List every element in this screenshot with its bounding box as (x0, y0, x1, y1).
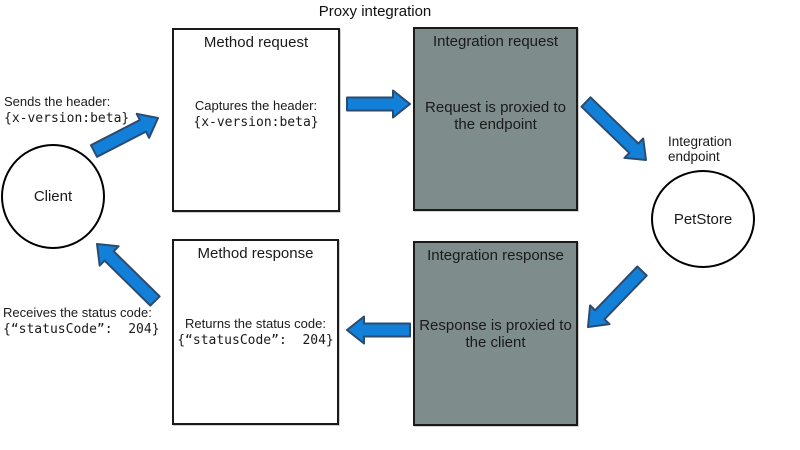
integration-response-title: Integration response (427, 247, 564, 264)
arrow-method-request-to-integration-request (346, 89, 411, 119)
client-label: Client (33, 188, 73, 205)
method-response-box: Method response Returns the status code:… (172, 239, 339, 425)
integration-response-body-line1: Response is proxied to (419, 317, 572, 334)
integration-response-body: Response is proxied to the client (415, 317, 576, 351)
sends-header-annotation: Sends the header: {x-version:beta} (4, 94, 129, 127)
receives-status-annotation: Receives the status code: {“statusCode”:… (3, 305, 160, 338)
integration-request-body-line1: Request is proxied to (425, 99, 566, 116)
method-request-body-code: {x-version:beta} (193, 115, 319, 130)
arrow-integration-request-to-integration-endpoint (580, 96, 647, 161)
sends-header-code: {x-version:beta} (4, 111, 130, 126)
method-request-body-text: Captures the header: (194, 98, 318, 113)
arrow-integration-response-to-method-response (346, 315, 411, 345)
method-request-title: Method request (203, 34, 309, 51)
arrow-integration-endpoint-to-integration-response (587, 265, 648, 328)
integration-request-body-line2: the endpoint (454, 116, 537, 133)
method-response-title: Method response (197, 245, 314, 262)
method-response-body: Returns the status code: {“statusCode”: … (174, 316, 337, 349)
petstore-node: PetStore (651, 170, 755, 268)
method-request-body: Captures the header: {x-version:beta} (174, 98, 338, 131)
integration-endpoint-caption-line2: endpoint (668, 148, 720, 164)
arrow-method-response-to-client (96, 243, 161, 307)
integration-response-box: Integration response Response is proxied… (413, 241, 578, 426)
integration-request-body: Request is proxied to the endpoint (415, 99, 576, 133)
integration-request-box: Integration request Request is proxied t… (413, 27, 578, 211)
method-response-body-text: Returns the status code: (185, 316, 326, 331)
integration-response-body-line2: the client (465, 334, 526, 351)
method-request-box: Method request Captures the header: {x-v… (172, 28, 340, 212)
method-response-body-code: {“statusCode”: 204} (177, 333, 334, 348)
receives-status-text: Receives the status code: (3, 305, 152, 320)
receives-status-code: {“statusCode”: 204} (3, 322, 160, 337)
integration-endpoint-caption: Integration endpoint (668, 134, 768, 164)
integration-request-title: Integration request (432, 33, 559, 50)
sends-header-text: Sends the header: (4, 94, 111, 109)
client-node: Client (1, 144, 105, 249)
integration-endpoint-caption-line1: Integration (668, 134, 732, 149)
diagram-title: Proxy integration (318, 3, 432, 20)
petstore-label: PetStore (673, 210, 733, 228)
